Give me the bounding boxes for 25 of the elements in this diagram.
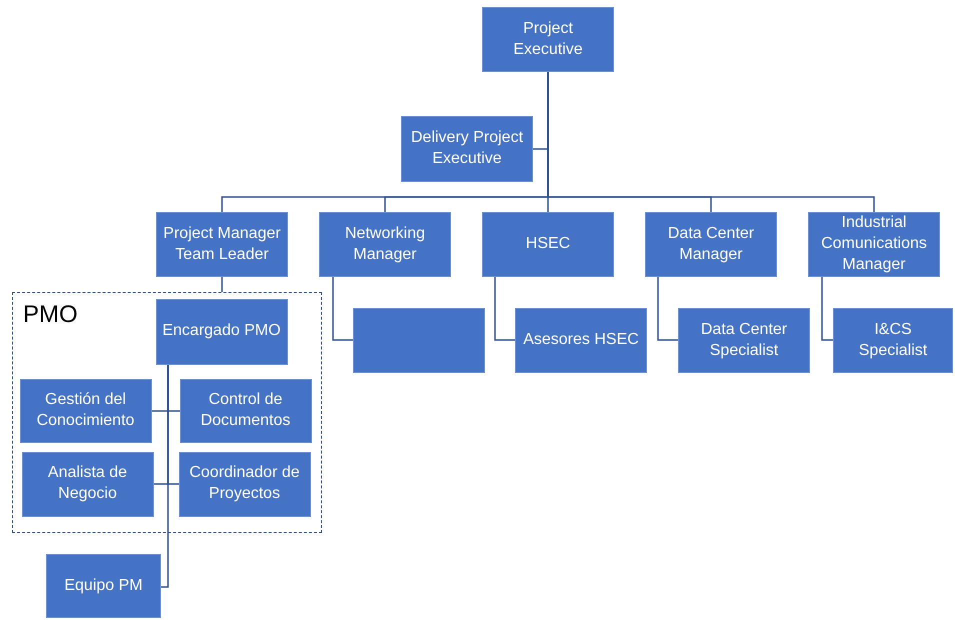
group-title: PMO — [23, 301, 78, 329]
org-box — [353, 308, 485, 373]
org-box: Analista de Negocio — [22, 452, 154, 516]
connector-line — [221, 277, 223, 292]
org-box: Data Center Specialist — [678, 308, 810, 373]
org-box: Industrial Comunications Manager — [808, 212, 940, 277]
org-box: Equipo PM — [46, 554, 161, 618]
connector-line — [821, 277, 833, 341]
dashed-group-frame — [12, 292, 322, 533]
org-box: Control de Documentos — [180, 378, 312, 442]
org-box: Project Manager Team Leader — [156, 212, 288, 277]
connector-line — [161, 365, 169, 588]
org-box: Project Executive — [482, 7, 614, 72]
org-box: HSEC — [482, 212, 614, 277]
connector-line — [494, 277, 515, 341]
org-box: I&CS Specialist — [833, 308, 953, 373]
org-box: Coordinador de Proyectos — [178, 452, 310, 516]
connector-line — [657, 277, 678, 341]
org-box: Delivery Project Executive — [401, 116, 533, 182]
org-box: Gestión del Conocimiento — [20, 378, 152, 442]
org-box: Encargado PMO — [156, 298, 288, 364]
org-box: Data Center Manager — [645, 212, 777, 277]
org-box: Networking Manager — [319, 212, 451, 277]
org-box: Asesores HSEC — [515, 308, 647, 373]
connector-line — [332, 277, 353, 341]
